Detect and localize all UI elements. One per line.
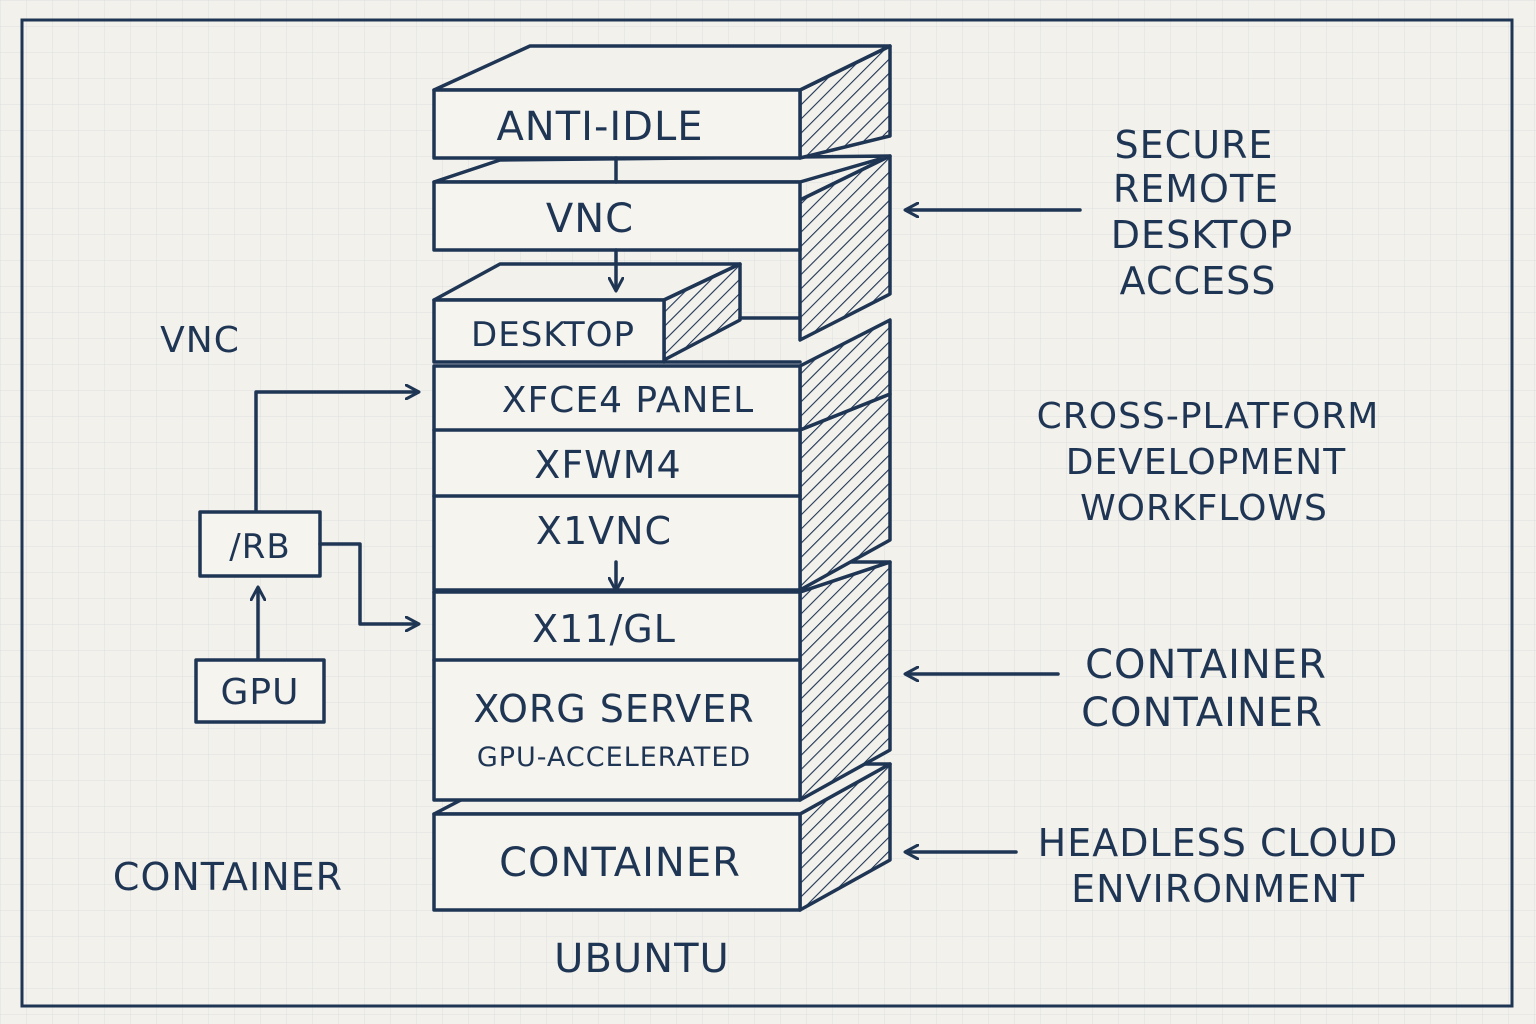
xorg-server-label: XORG SERVER <box>473 687 754 731</box>
secure-line-4: ACCESS <box>1120 259 1277 303</box>
container-layer-label: CONTAINER <box>499 840 741 886</box>
headless-cloud-label: HEADLESS CLOUD ENVIRONMENT <box>1038 821 1399 911</box>
cross-platform-label: CROSS-PLATFORM DEVELOPMENT WORKFLOWS <box>1037 396 1380 529</box>
ubuntu-label: UBUNTU <box>554 936 730 982</box>
secure-line-2: REMOTE <box>1113 167 1279 211</box>
rb-to-x11gl-arrow <box>318 542 418 624</box>
secure-line-1: SECURE <box>1115 123 1274 167</box>
secure-line-3: DESKTOP <box>1111 213 1293 257</box>
x1vnc-label: X1VNC <box>536 509 672 553</box>
headless-line-2: ENVIRONMENT <box>1071 867 1365 911</box>
cross-line-1: CROSS-PLATFORM <box>1037 396 1380 437</box>
cross-line-3: WORKFLOWS <box>1080 488 1328 529</box>
gpu-box-label: GPU <box>221 672 300 713</box>
desktop-block <box>432 262 802 364</box>
desktop-label: DESKTOP <box>471 315 635 355</box>
x11gl-label: X11/GL <box>532 607 676 651</box>
anti-idle-block <box>432 44 892 160</box>
left-vnc-label: VNC <box>160 320 240 361</box>
xfce-block <box>432 318 892 592</box>
anti-idle-label: ANTI-IDLE <box>496 104 703 150</box>
cross-line-2: DEVELOPMENT <box>1066 442 1346 483</box>
container-container-label: CONTAINER CONTAINER <box>1081 642 1327 736</box>
frame-border <box>20 18 1514 1008</box>
rb-box <box>198 510 322 578</box>
headless-line-1: HEADLESS CLOUD <box>1038 821 1399 865</box>
vnc-block <box>432 154 892 342</box>
container-line-1: CONTAINER <box>1085 642 1327 688</box>
gpu-box <box>194 658 326 724</box>
xfce4-panel-label: XFCE4 PANEL <box>502 380 754 421</box>
xfwm4-label: XFWM4 <box>534 443 681 487</box>
container-line-2: CONTAINER <box>1081 690 1323 736</box>
xorg-sub-label: GPU-ACCELERATED <box>477 742 751 773</box>
secure-remote-label: SECURE REMOTE DESKTOP ACCESS <box>1111 123 1293 303</box>
left-container-label: CONTAINER <box>113 855 343 899</box>
rb-to-xfce-arrow <box>254 392 418 512</box>
rb-box-label: /RB <box>229 527 290 567</box>
vnc-layer-label: VNC <box>546 196 634 242</box>
